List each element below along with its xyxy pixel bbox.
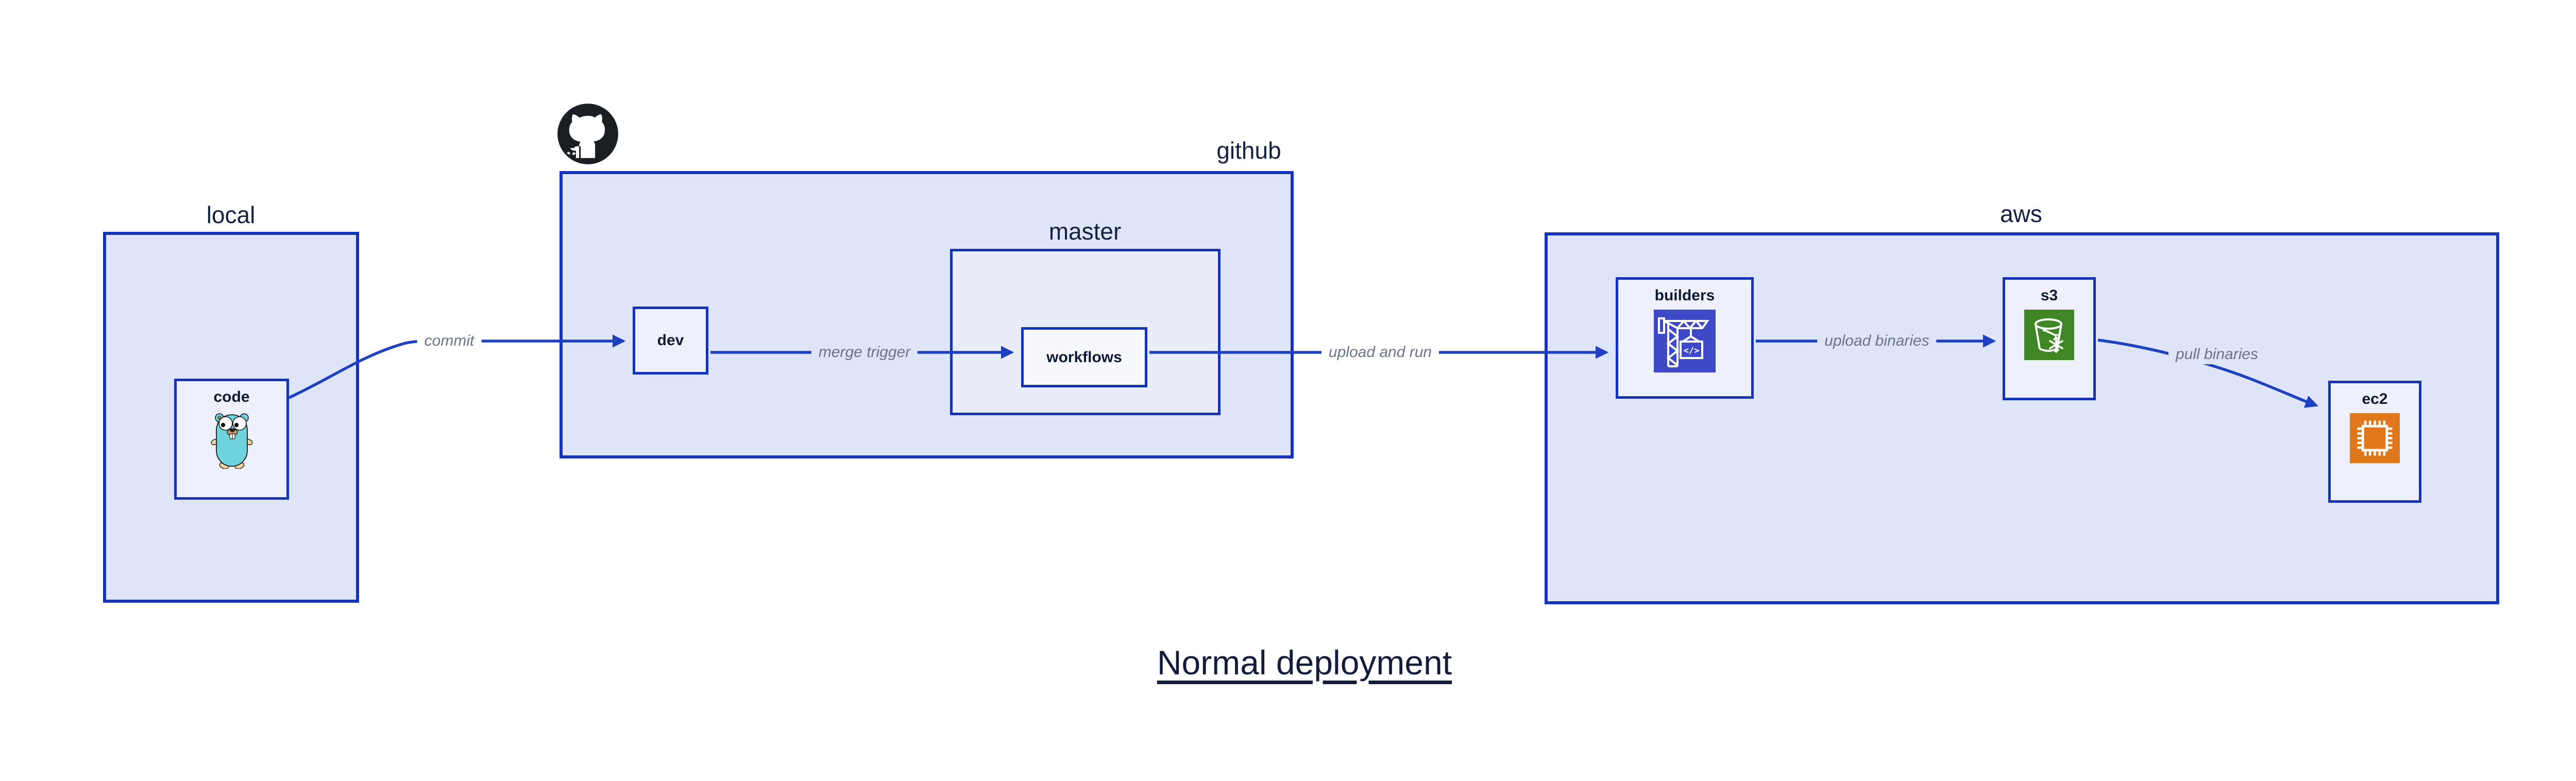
edge-label-pull-binaries: pull binaries [2168, 345, 2266, 364]
aws-container-label: aws [2000, 200, 2042, 227]
node-dev-label: dev [657, 332, 684, 349]
edge-label-upload-and-run: upload and run [1321, 343, 1439, 362]
node-builders: builders [1616, 277, 1754, 399]
master-container-label: master [1048, 218, 1122, 245]
codebuild-code-text: </> [1684, 346, 1700, 356]
node-ec2-label: ec2 [2362, 390, 2388, 408]
node-ec2: ec2 [2328, 381, 2421, 503]
node-workflows: workflows [1021, 327, 1147, 387]
edge-label-merge-trigger: merge trigger [811, 343, 918, 362]
go-gopher-icon [211, 411, 253, 471]
s3-glacier-bucket-icon [2024, 310, 2074, 363]
github-octocat-icon [556, 102, 620, 166]
node-code: code [174, 379, 289, 500]
github-container-label: github [1216, 137, 1281, 164]
node-code-label: code [213, 388, 250, 405]
node-dev: dev [633, 307, 708, 375]
node-builders-label: builders [1654, 287, 1715, 304]
local-container-label: local [206, 201, 256, 228]
edge-label-upload-binaries: upload binaries [1817, 331, 1937, 351]
edge-label-commit: commit [417, 331, 482, 351]
diagram-title: Normal deployment [1157, 643, 1452, 682]
codebuild-crane-icon: </> [1654, 310, 1716, 375]
node-workflows-label: workflows [1046, 348, 1122, 366]
ec2-chip-icon [2350, 413, 2400, 466]
node-s3-label: s3 [2040, 287, 2058, 304]
node-s3: s3 [2003, 277, 2096, 400]
edge-pull-binaries [2097, 338, 2318, 408]
